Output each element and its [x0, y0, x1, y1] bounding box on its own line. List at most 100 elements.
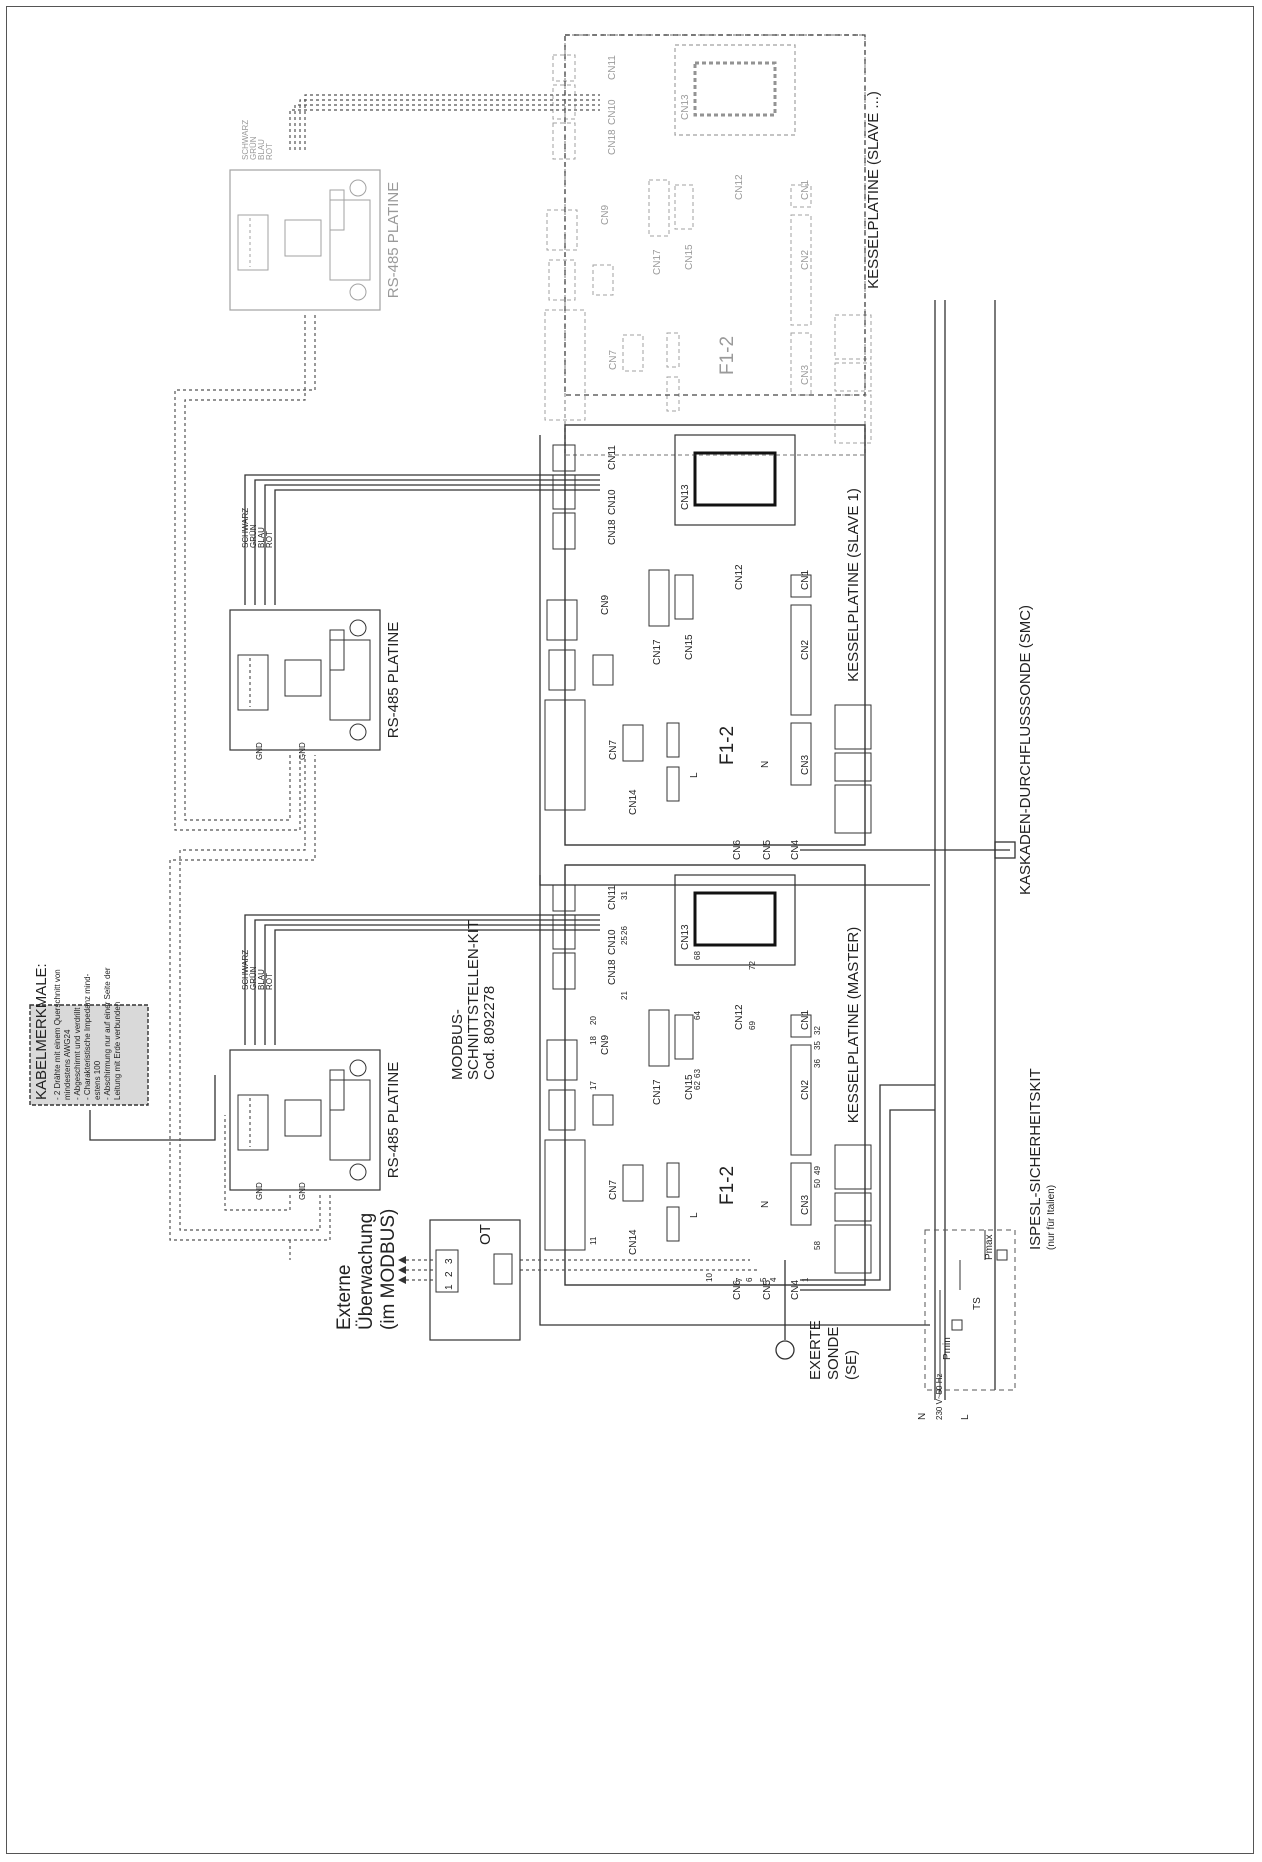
external-monitoring: Externe Überwachung (im MODBUS): [334, 1209, 399, 1330]
board-slave-n-title: KESSELPLATINE (SLAVE ...): [865, 91, 882, 289]
svg-text:2: 2: [444, 1271, 455, 1277]
svg-text:ISPESL-SICHERHEITSKIT: ISPESL-SICHERHEITSKIT: [1027, 1068, 1044, 1250]
svg-text:GRÜN: GRÜN: [249, 136, 258, 160]
svg-text:CN18: CN18: [607, 519, 618, 545]
svg-text:RS-485 PLATINE: RS-485 PLATINE: [385, 182, 402, 298]
svg-text:CN12: CN12: [734, 564, 745, 590]
rs485-slave-n-outline: [229, 169, 381, 311]
svg-text:CN14: CN14: [628, 789, 639, 815]
svg-text:- Abschirmung nur auf einer Se: - Abschirmung nur auf einer Seite der: [103, 967, 112, 1100]
svg-text:CN5: CN5: [762, 840, 773, 860]
svg-text:ROT: ROT: [265, 531, 274, 548]
pin-4: 4: [769, 1277, 778, 1282]
pin-31: 31: [620, 891, 629, 900]
svg-text:CN17: CN17: [652, 249, 663, 275]
slave1-connector-labels: CN18 CN10 CN11 CN13 CN12 CN1 CN2 CN3 CN9…: [600, 445, 811, 860]
label-cn18: CN18: [607, 959, 618, 985]
pin-68: 68: [693, 951, 702, 960]
svg-text:CN6: CN6: [732, 840, 743, 860]
svg-text:CN7: CN7: [608, 740, 619, 760]
label-cn5: CN5: [762, 1280, 773, 1300]
svg-text:GND: GND: [298, 1182, 307, 1200]
pin-25: 25: [620, 936, 629, 945]
pin-32: 32: [813, 1026, 822, 1035]
label-cn4: CN4: [790, 1280, 801, 1300]
svg-text:(SE): (SE): [843, 1350, 860, 1380]
label-cn7: CN7: [608, 1180, 619, 1200]
pin-72: 72: [748, 961, 757, 970]
wires: [89, 300, 1016, 1400]
svg-text:CN13: CN13: [680, 484, 691, 510]
svg-text:F1-2: F1-2: [717, 336, 738, 375]
svg-text:CN3: CN3: [800, 365, 811, 385]
svg-text:F1-2: F1-2: [717, 726, 738, 765]
svg-text:- Charakteristische Impedanz m: - Charakteristische Impedanz mind-: [83, 973, 92, 1100]
slave-n-connector-labels: CN18 CN10 CN11 CN13 CN12 CN1 CN2 CN3 CN9…: [600, 55, 811, 385]
svg-text:ROT: ROT: [265, 973, 274, 990]
svg-text:CN10: CN10: [607, 99, 618, 125]
svg-text:CN3: CN3: [800, 755, 811, 775]
svg-text:GRÜN: GRÜN: [249, 966, 258, 990]
rs485-bus: [169, 94, 760, 1281]
svg-text:CN1: CN1: [800, 570, 811, 590]
svg-text:Pmax: Pmax: [984, 1234, 995, 1260]
pin-62: 62: [693, 1081, 702, 1090]
pin-64: 64: [693, 1011, 702, 1020]
label-cn10: CN10: [607, 929, 618, 955]
cable-spec-box: KABELMERKMALE: - 2 Drähte mit einem Quer…: [29, 963, 149, 1106]
svg-text:- 2 Drähte mit einem Querschni: - 2 Drähte mit einem Querschnitt von: [53, 969, 62, 1100]
label-cn2: CN2: [800, 1080, 811, 1100]
board-slave1-title: KESSELPLATINE (SLAVE 1): [845, 488, 862, 682]
svg-text:OT: OT: [477, 1224, 494, 1245]
svg-text:estens 100: estens 100: [93, 1060, 102, 1100]
pin-5: 5: [759, 1277, 768, 1282]
svg-text:CN17: CN17: [652, 639, 663, 665]
diagram-frame: [6, 6, 1254, 1854]
svg-text:Pmin: Pmin: [942, 1337, 953, 1360]
svg-text:CN15: CN15: [684, 634, 695, 660]
svg-text:CN2: CN2: [800, 250, 811, 270]
pin-11: 11: [589, 1236, 598, 1245]
pin-6: 6: [745, 1277, 754, 1282]
svg-text:Überwachung: Überwachung: [356, 1213, 377, 1330]
svg-text:TS: TS: [972, 1297, 983, 1310]
svg-text:BLAU: BLAU: [257, 527, 266, 548]
power-supply: N L 230 V~50 Hz: [917, 1374, 971, 1420]
label-cn17: CN17: [652, 1079, 663, 1105]
svg-text:MODBUS-: MODBUS-: [449, 1009, 466, 1080]
label-cn13: CN13: [680, 924, 691, 950]
svg-text:- Abgeschirmt und verdrillt: - Abgeschirmt und verdrillt: [73, 1007, 82, 1100]
svg-text:CN1: CN1: [800, 180, 811, 200]
svg-text:CN2: CN2: [800, 640, 811, 660]
master-connector-labels: CN18 CN10 CN11 CN13 CN12 CN1 CN2 CN3 CN9…: [589, 885, 822, 1300]
svg-text:(nur für Italien): (nur für Italien): [1046, 1185, 1057, 1250]
external-arrows: [398, 1256, 406, 1284]
svg-text:Externe: Externe: [334, 1265, 355, 1330]
pin-36: 36: [813, 1059, 822, 1068]
svg-text:L: L: [960, 1414, 971, 1420]
pin-35: 35: [813, 1041, 822, 1050]
svg-text:GND: GND: [298, 742, 307, 760]
label-cn15: CN15: [684, 1074, 695, 1100]
svg-text:SONDE: SONDE: [825, 1327, 842, 1380]
svg-text:GND: GND: [255, 1182, 264, 1200]
svg-text:CN11: CN11: [607, 445, 618, 470]
label-cn6: CN6: [732, 1280, 743, 1300]
rs485-slave-n-labels: RS-485 PLATINE SCHWARZ GRÜN BLAU ROT: [241, 120, 402, 298]
svg-text:Cod. 8092278: Cod. 8092278: [481, 986, 498, 1080]
svg-text:CN11: CN11: [607, 55, 618, 80]
label-cn1: CN1: [800, 1010, 811, 1030]
pin-21: 21: [620, 991, 629, 1000]
svg-text:SCHWARZ: SCHWARZ: [241, 120, 250, 160]
svg-text:CN18: CN18: [607, 129, 618, 155]
pin-63: 63: [693, 1069, 702, 1078]
pin-20: 20: [589, 1016, 598, 1025]
label-n: N: [760, 1201, 771, 1208]
svg-text:CN9: CN9: [600, 205, 611, 225]
svg-text:BLAU: BLAU: [257, 969, 266, 990]
svg-text:230 V~50 Hz: 230 V~50 Hz: [935, 1374, 944, 1420]
svg-text:L: L: [689, 772, 700, 778]
svg-text:CN13: CN13: [680, 94, 691, 120]
svg-text:GND: GND: [255, 742, 264, 760]
